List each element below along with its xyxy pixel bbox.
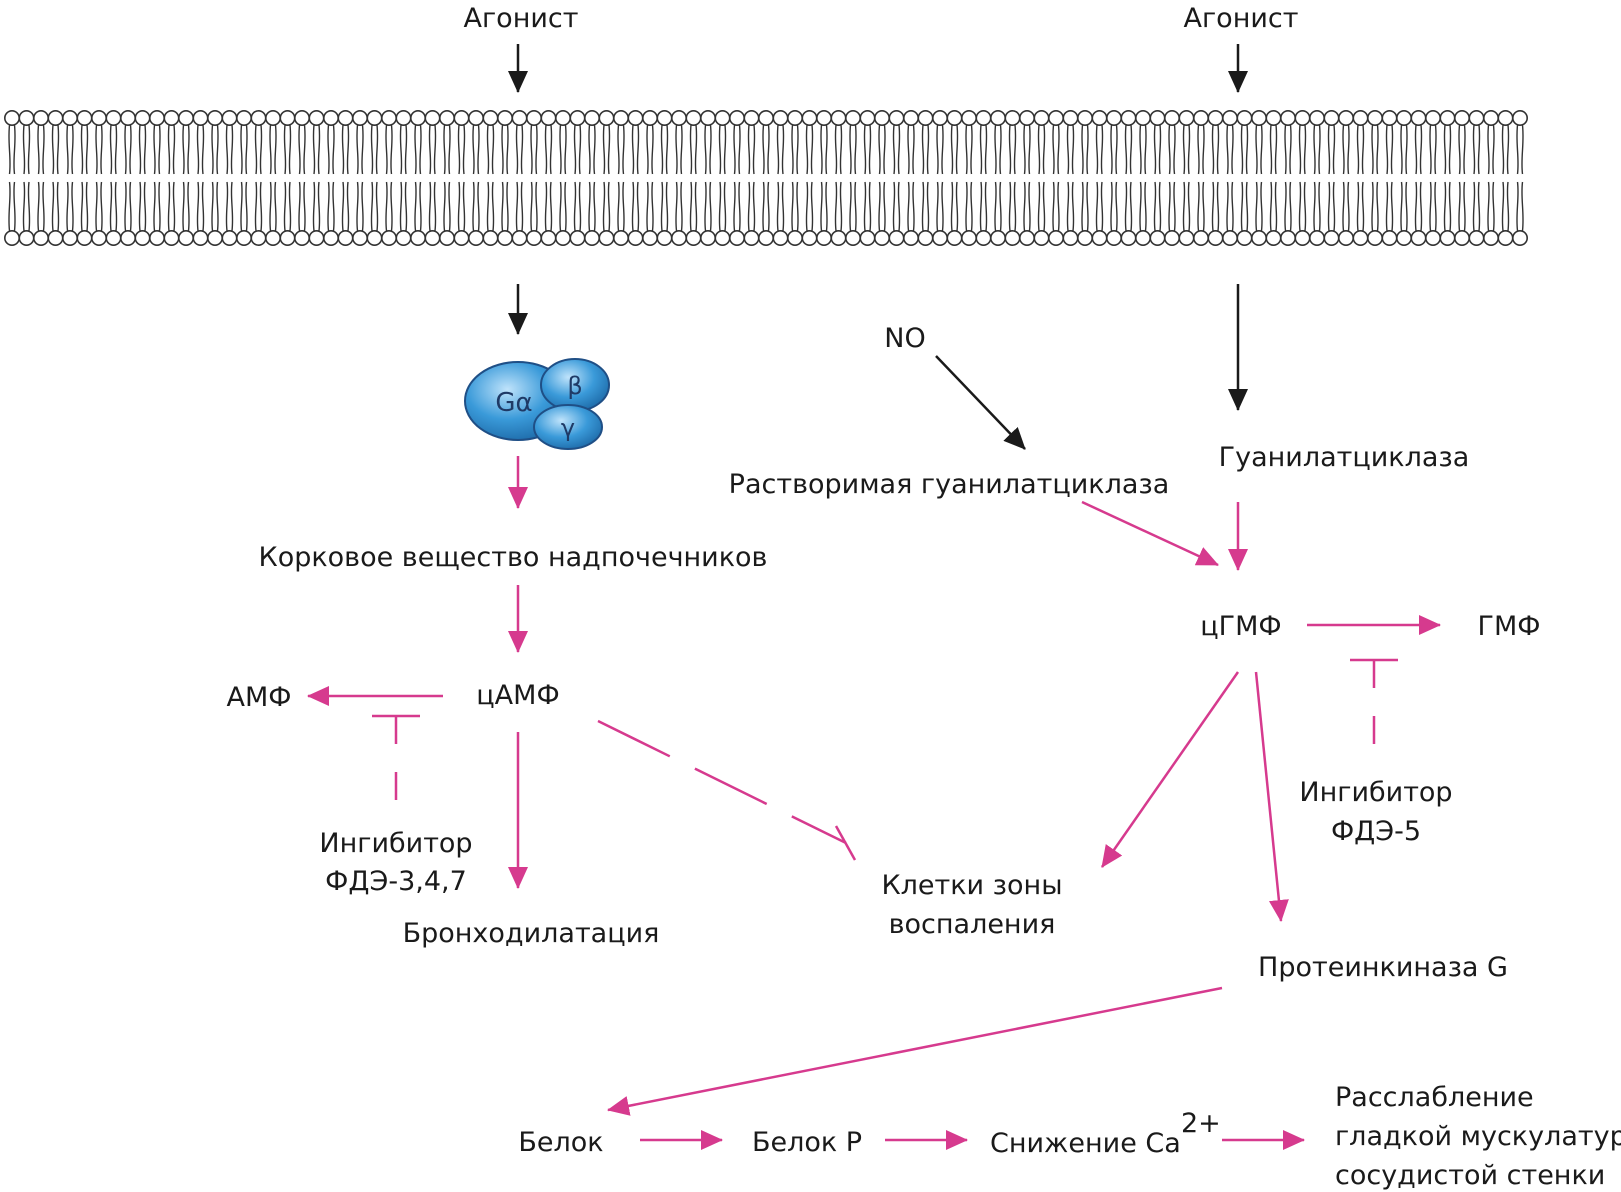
pde-inhibitor-left-line2: ФДЭ-3,4,7 [325, 866, 467, 897]
camp-inhibits-inflammation [597, 719, 847, 845]
pde-inhibitor-right-line2: ФДЭ-5 [1331, 816, 1421, 847]
g-gamma-subunit [533, 404, 603, 450]
relaxation-line3: сосудистой стенки [1335, 1160, 1605, 1191]
protein-p-label: Белок Р [752, 1127, 862, 1158]
agonist-left-label: Агонист [464, 3, 579, 34]
gc-label: Гуанилатциклаза [1219, 442, 1470, 473]
arrow-cgmp-to-pkg [1254, 671, 1289, 922]
gmp-label: ГМФ [1477, 611, 1540, 642]
arrow-no-to-sgc [935, 355, 1026, 450]
g-alpha-label: Gα [495, 388, 532, 418]
black-arrows [508, 44, 1248, 450]
arrow-pkg-to-protein [607, 986, 1223, 1116]
bronchodilation-label: Бронходилатация [403, 918, 660, 949]
no-label: NO [884, 323, 925, 354]
arrow-sgc-to-cgmp [1081, 500, 1219, 567]
ca-decrease-label: Снижение Ca [990, 1128, 1181, 1159]
labels: Агонист Агонист NO Растворимая гуанилатц… [226, 3, 1621, 1191]
inflammation-cells-line1: Клетки зоны [881, 870, 1062, 901]
pde-inhibitor-right-line1: Ингибитор [1299, 777, 1452, 808]
pde-inhibitor-left-line1: Ингибитор [319, 828, 472, 859]
amp-label: АМФ [226, 682, 291, 713]
g-beta-label: β [567, 372, 582, 400]
lipid-tails [8, 125, 1524, 231]
relaxation-line2: гладкой мускулатуры [1335, 1121, 1621, 1152]
lipid-heads [4, 110, 1529, 247]
agonist-right-label: Агонист [1184, 3, 1299, 34]
soluble-gc-label: Растворимая гуанилатциклаза [729, 469, 1170, 500]
g-protein: Gα β γ [464, 358, 610, 450]
cgmp-label: цГМФ [1200, 611, 1281, 642]
adrenal-cortex-label: Корковое вещество надпочечников [259, 542, 768, 573]
cell-membrane [4, 110, 1529, 247]
ca-superscript: 2+ [1181, 1108, 1221, 1139]
camp-inhibits-inflammation-tbar [834, 825, 857, 861]
protein-label: Белок [518, 1127, 603, 1158]
inflammation-cells-line2: воспаления [889, 909, 1056, 940]
inhibition-lines [372, 658, 1398, 861]
protein-kinase-g-label: Протеинкиназа G [1258, 952, 1508, 983]
arrow-cgmp-to-inflammation [1100, 671, 1240, 868]
g-gamma-label: γ [561, 414, 575, 442]
relaxation-line1: Расслабление [1335, 1082, 1534, 1113]
camp-label: цАМФ [476, 680, 559, 711]
pink-arrows [307, 456, 1441, 1150]
